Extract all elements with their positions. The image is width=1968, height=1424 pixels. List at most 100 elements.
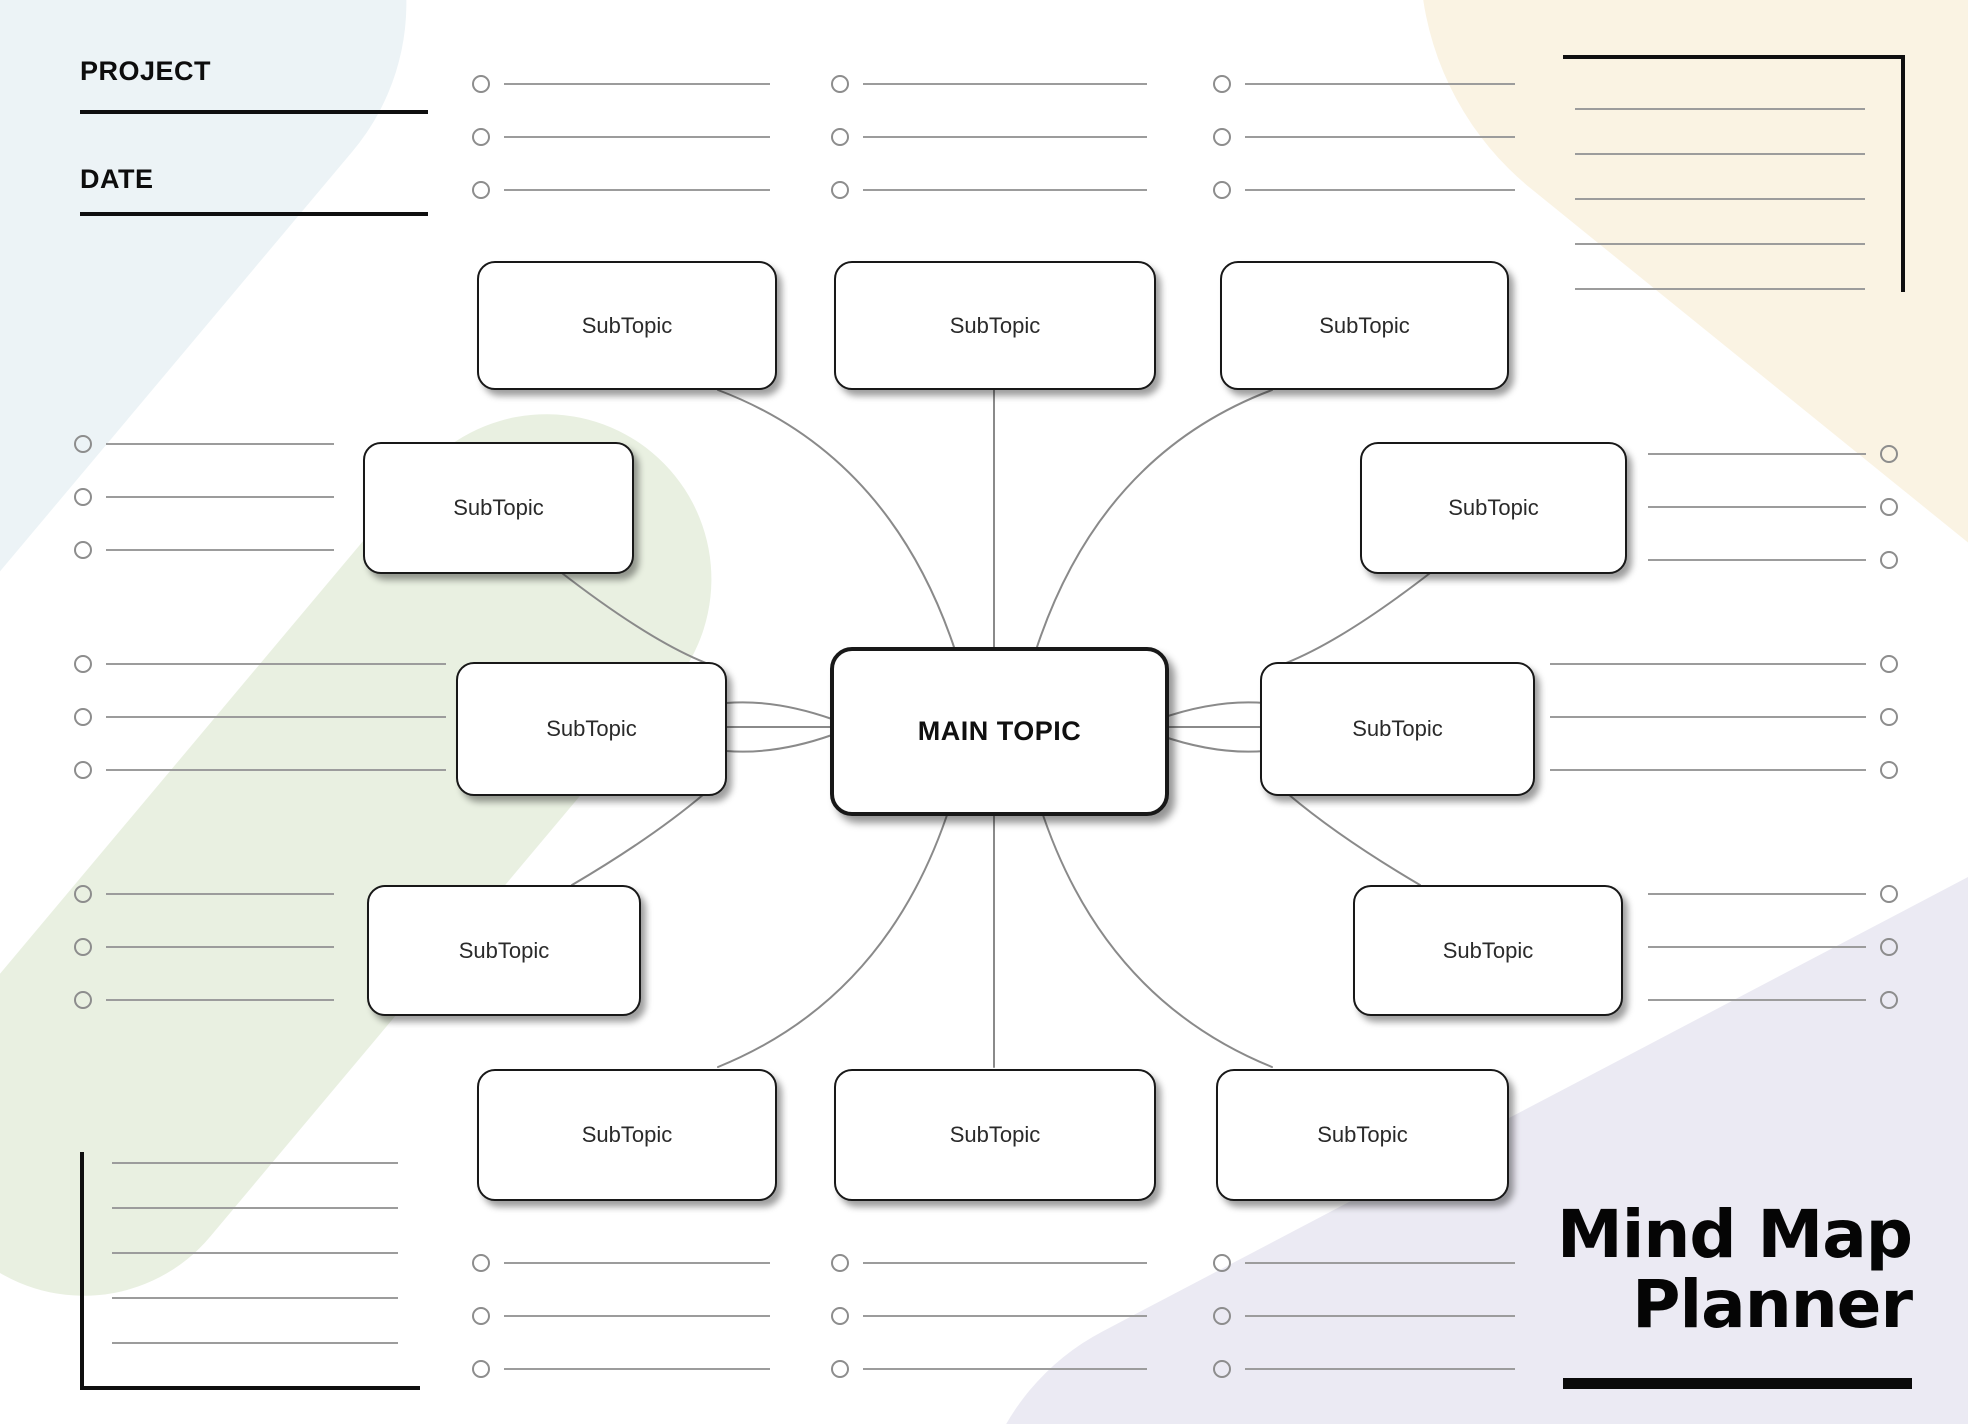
bullet-circle[interactable] xyxy=(74,761,92,779)
bullet-circle[interactable] xyxy=(831,1254,849,1272)
bullet-circle[interactable] xyxy=(1880,938,1898,956)
writing-line xyxy=(106,893,334,895)
subtopic-box-upper-left[interactable]: SubTopic xyxy=(363,442,634,574)
bullet-circle[interactable] xyxy=(1213,75,1231,93)
bullet-circle[interactable] xyxy=(1213,1254,1231,1272)
note-line xyxy=(1575,153,1865,155)
bullet-circle[interactable] xyxy=(831,75,849,93)
writing-line xyxy=(1550,663,1866,665)
main-topic-label: MAIN TOPIC xyxy=(917,716,1082,746)
bullet-circle[interactable] xyxy=(74,435,92,453)
writing-line xyxy=(1245,1262,1515,1264)
note-line xyxy=(112,1162,398,1164)
project-field-line[interactable] xyxy=(80,110,428,114)
subtopic-box-middle-left[interactable]: SubTopic xyxy=(456,662,727,796)
subtopic-box-upper-right[interactable]: SubTopic xyxy=(1360,442,1627,574)
bullet-row xyxy=(1648,885,1898,903)
bullet-circle[interactable] xyxy=(472,75,490,93)
writing-line xyxy=(863,1368,1147,1370)
subtopic-label: SubTopic xyxy=(1317,1122,1408,1147)
writing-line xyxy=(863,1262,1147,1264)
bullet-list-right-1 xyxy=(1648,445,1898,569)
bullet-circle[interactable] xyxy=(1880,885,1898,903)
writing-line xyxy=(504,189,770,191)
bullet-list-left-1 xyxy=(74,435,334,559)
writing-line xyxy=(504,1368,770,1370)
connector-line xyxy=(725,701,833,720)
writing-line xyxy=(1648,559,1866,561)
main-topic-box[interactable]: MAIN TOPIC xyxy=(830,647,1169,816)
page-title-line1: Mind Map xyxy=(1557,1196,1913,1273)
bullet-circle[interactable] xyxy=(74,655,92,673)
subtopic-box-middle-right[interactable]: SubTopic xyxy=(1260,662,1535,796)
bullet-circle[interactable] xyxy=(1880,991,1898,1009)
subtopic-box-bottom-right[interactable]: SubTopic xyxy=(1216,1069,1509,1201)
bullet-circle[interactable] xyxy=(74,885,92,903)
bullet-circle[interactable] xyxy=(74,991,92,1009)
subtopic-box-lower-left[interactable]: SubTopic xyxy=(367,885,641,1016)
connector-line xyxy=(1035,389,1273,651)
subtopic-box-top-left[interactable]: SubTopic xyxy=(477,261,777,390)
bullet-row xyxy=(1550,761,1898,779)
bullet-circle[interactable] xyxy=(831,128,849,146)
bullet-row xyxy=(472,1254,770,1272)
note-line xyxy=(1575,108,1865,110)
bullet-circle[interactable] xyxy=(1213,128,1231,146)
bullet-circle[interactable] xyxy=(74,938,92,956)
bullet-circle[interactable] xyxy=(1213,181,1231,199)
connector-line xyxy=(717,805,951,1068)
date-field-line[interactable] xyxy=(80,212,428,216)
subtopic-label: SubTopic xyxy=(453,495,544,520)
bullet-circle[interactable] xyxy=(1213,1360,1231,1378)
subtopic-box-bottom-center[interactable]: SubTopic xyxy=(834,1069,1156,1201)
bullet-circle[interactable] xyxy=(1880,445,1898,463)
date-field-label: DATE xyxy=(80,164,154,194)
subtopic-box-top-center[interactable]: SubTopic xyxy=(834,261,1156,390)
bullet-list-left-2 xyxy=(74,655,446,779)
bullet-circle[interactable] xyxy=(831,1360,849,1378)
bullet-circle[interactable] xyxy=(831,181,849,199)
bullet-circle[interactable] xyxy=(1880,655,1898,673)
subtopic-box-lower-right[interactable]: SubTopic xyxy=(1353,885,1623,1016)
bullet-circle[interactable] xyxy=(472,1360,490,1378)
bullet-row xyxy=(1213,1307,1515,1325)
bullet-row xyxy=(1213,1360,1515,1378)
page-title-underline xyxy=(1563,1378,1912,1389)
note-line xyxy=(112,1342,398,1344)
bullet-circle[interactable] xyxy=(472,128,490,146)
bullet-circle[interactable] xyxy=(472,1307,490,1325)
page-title-line2: Planner xyxy=(1632,1265,1913,1343)
project-field-label: PROJECT xyxy=(80,56,212,86)
bullet-circle[interactable] xyxy=(1880,761,1898,779)
bullet-circle[interactable] xyxy=(472,181,490,199)
bullet-circle[interactable] xyxy=(74,541,92,559)
subtopic-box-bottom-left[interactable]: SubTopic xyxy=(477,1069,777,1201)
subtopic-label: SubTopic xyxy=(949,1122,1041,1147)
bullet-circle[interactable] xyxy=(831,1307,849,1325)
bullet-row xyxy=(831,128,1147,146)
bullet-list-bottom-1 xyxy=(472,1254,770,1378)
connector-line xyxy=(1287,793,1421,886)
bullet-circle[interactable] xyxy=(1880,551,1898,569)
bullet-circle[interactable] xyxy=(472,1254,490,1272)
bullet-row xyxy=(472,1360,770,1378)
writing-line xyxy=(1648,893,1866,895)
notes-area-bottom-left[interactable] xyxy=(80,1152,420,1390)
bullet-circle[interactable] xyxy=(74,488,92,506)
bullet-row xyxy=(831,75,1147,93)
bullet-row xyxy=(1648,498,1898,516)
connector-line xyxy=(1158,701,1266,720)
bullet-list-right-2 xyxy=(1550,655,1898,779)
bullet-circle[interactable] xyxy=(1213,1307,1231,1325)
bullet-row xyxy=(472,75,770,93)
subtopic-box-top-right[interactable]: SubTopic xyxy=(1220,261,1509,390)
bullet-list-top-2 xyxy=(831,75,1147,199)
bullet-row xyxy=(472,181,770,199)
bullet-circle[interactable] xyxy=(1880,708,1898,726)
subtopic-label: SubTopic xyxy=(546,716,637,741)
notes-area-top-right[interactable] xyxy=(1563,55,1905,292)
bullet-circle[interactable] xyxy=(1880,498,1898,516)
writing-line xyxy=(1648,506,1866,508)
bullet-circle[interactable] xyxy=(74,708,92,726)
